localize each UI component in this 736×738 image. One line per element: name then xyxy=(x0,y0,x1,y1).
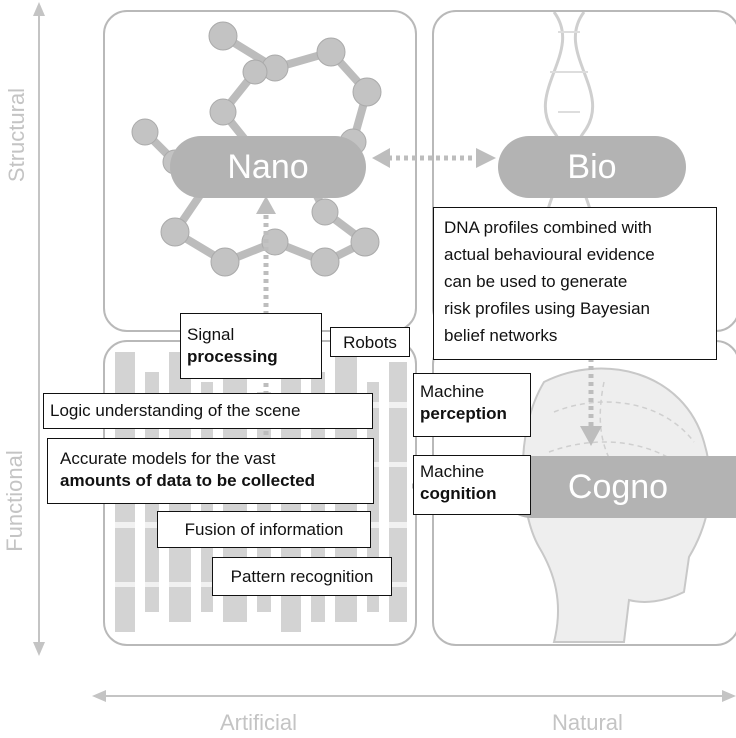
note-signal-processing-line2: processing xyxy=(187,347,278,366)
note-machine-cognition-line1: Machine xyxy=(420,462,485,481)
note-signal-processing: Signal processing xyxy=(180,313,322,379)
y-axis-arrow-up xyxy=(33,2,45,16)
note-fusion-of-information: Fusion of information xyxy=(157,511,371,548)
note-machine-cognition: Machine cognition xyxy=(413,455,531,515)
note-dna-profiles: DNA profiles combined with actual behavi… xyxy=(433,207,717,360)
note-robots: Robots xyxy=(330,327,410,357)
note-accurate-models-line2: amounts of data to be collected xyxy=(60,471,316,490)
x-axis-arrow-right xyxy=(722,690,736,702)
nano-bio-arrow-left xyxy=(372,148,390,168)
note-machine-perception-line1: Machine xyxy=(420,382,485,401)
note-machine-cognition-line2: cognition xyxy=(420,484,497,503)
bio-pill: Bio xyxy=(498,136,686,198)
note-accurate-models-line1: Accurate models for the vast xyxy=(60,449,276,468)
nano-pill: Nano xyxy=(170,136,366,198)
note-logic-understanding: Logic understanding of the scene xyxy=(43,393,373,429)
note-dna-line2: actual behavioural evidence xyxy=(444,245,655,264)
bio-cogno-arrow xyxy=(580,426,602,446)
note-dna-line4: risk profiles using Bayesian xyxy=(444,299,650,318)
note-machine-perception: Machine perception xyxy=(413,373,531,437)
note-dna-line1: DNA profiles combined with xyxy=(444,218,652,237)
note-dna-line3: can be used to generate xyxy=(444,272,628,291)
x-axis-label-natural: Natural xyxy=(552,710,623,735)
x-axis-label-artificial: Artificial xyxy=(220,710,298,735)
nano-up-arrow xyxy=(256,196,276,214)
note-machine-perception-line2: perception xyxy=(420,404,507,423)
nano-bio-arrow-right xyxy=(476,148,496,168)
note-pattern-recognition: Pattern recognition xyxy=(212,557,392,596)
note-dna-line5: belief networks xyxy=(444,326,558,345)
cogno-pill: Cogno xyxy=(500,456,736,518)
note-signal-processing-line1: Signal xyxy=(187,325,235,344)
note-accurate-models: Accurate models for the vast amounts of … xyxy=(47,438,374,504)
y-axis-arrow-down xyxy=(33,642,45,656)
x-axis-arrow-left xyxy=(92,690,106,702)
